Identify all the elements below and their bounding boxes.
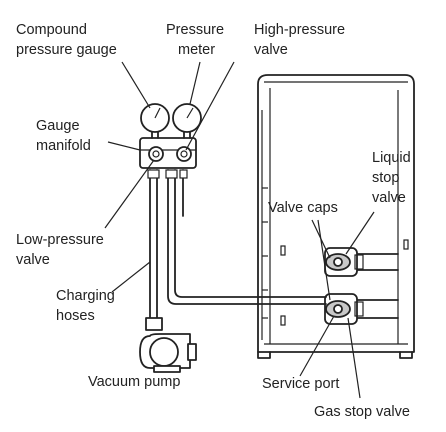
label-high-valve-2: valve xyxy=(254,42,288,58)
label-compound-gauge-1: Compound xyxy=(16,22,87,38)
label-liquid-stop-3: valve xyxy=(372,190,406,206)
vacuum-pump xyxy=(139,317,197,373)
liquid-stop-valve xyxy=(324,247,399,277)
label-pressure-meter-1: Pressure xyxy=(166,22,224,38)
label-compound-gauge-2: pressure gauge xyxy=(16,42,117,58)
label-service-port: Service port xyxy=(262,376,339,392)
label-pressure-meter-2: meter xyxy=(178,42,215,58)
pressure-meter-gauge xyxy=(172,103,202,139)
label-low-valve-2: valve xyxy=(16,252,50,268)
label-vacuum-pump: Vacuum pump xyxy=(88,374,180,390)
gas-stop-valve xyxy=(324,293,399,325)
gauge-manifold xyxy=(139,137,197,169)
charging-hoses xyxy=(147,169,327,321)
label-charging-hoses-2: hoses xyxy=(56,308,95,324)
compound-pressure-gauge xyxy=(140,103,170,139)
label-liquid-stop-1: Liquid xyxy=(372,150,411,166)
label-charging-hoses-1: Charging xyxy=(56,288,115,304)
label-low-valve-1: Low-pressure xyxy=(16,232,104,248)
label-valve-caps: Valve caps xyxy=(268,200,338,216)
leader-lines xyxy=(104,61,375,399)
label-gauge-manifold-1: Gauge xyxy=(36,118,80,134)
label-gauge-manifold-2: manifold xyxy=(36,138,91,154)
label-high-valve-1: High-pressure xyxy=(254,22,345,38)
label-gas-stop: Gas stop valve xyxy=(314,404,410,420)
outdoor-unit xyxy=(257,74,415,359)
label-liquid-stop-2: stop xyxy=(372,170,399,186)
